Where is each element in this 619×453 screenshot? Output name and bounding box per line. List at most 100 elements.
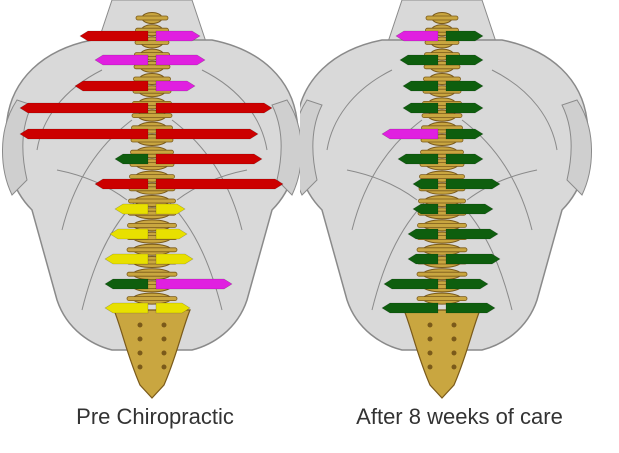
vertebra-process <box>416 271 468 277</box>
right-marker-arrow <box>155 30 201 42</box>
left-marker-arrow <box>104 253 149 265</box>
right-arm-muscle <box>561 99 592 196</box>
right-marker-arrow <box>445 102 484 114</box>
left-arm-muscle <box>2 99 33 196</box>
after-care-diagram <box>300 0 592 399</box>
left-marker-arrow <box>399 54 439 66</box>
after-care-panel <box>300 0 600 400</box>
right-marker-arrow <box>445 30 484 42</box>
vertebra-process <box>131 113 173 118</box>
right-marker-arrow <box>445 128 484 140</box>
right-marker-arrow <box>155 228 188 240</box>
vertebra-process <box>126 247 178 253</box>
vertebra-process <box>421 125 463 131</box>
vertebra-process <box>423 76 461 82</box>
left-marker-arrow <box>412 178 439 190</box>
right-marker-arrow <box>445 153 484 165</box>
right-marker-arrow <box>155 102 273 114</box>
back-muscles <box>300 39 590 351</box>
vertebra-process <box>419 174 465 180</box>
sacrum <box>113 309 191 399</box>
right-marker-arrow <box>445 253 501 265</box>
sacral-foramen <box>137 322 143 328</box>
sacrum <box>403 309 481 399</box>
sacral-foramen <box>161 322 167 328</box>
left-marker-arrow <box>19 102 149 114</box>
sacral-foramen <box>137 350 143 356</box>
pre-chiropractic-diagram <box>2 0 300 399</box>
right-marker-arrow <box>155 153 263 165</box>
left-marker-arrow <box>104 278 149 290</box>
sacral-foramen <box>161 364 167 370</box>
vertebra-process <box>129 174 175 180</box>
vertebra-process <box>425 15 459 21</box>
right-marker-arrow <box>445 228 499 240</box>
right-marker-arrow <box>155 302 191 314</box>
vertebra-process <box>420 149 464 155</box>
left-marker-arrow <box>74 80 149 92</box>
vertebra-process <box>126 271 178 277</box>
right-marker-arrow <box>155 178 284 190</box>
muscle-contour-line <box>56 169 128 201</box>
pre-chiropractic-panel <box>0 0 300 400</box>
vertebra-process <box>417 222 467 228</box>
sacral-foramen <box>137 364 143 370</box>
vertebra-process <box>418 198 466 204</box>
vertebra-process <box>424 40 460 45</box>
vertebra-process <box>133 64 171 70</box>
vertebra-process <box>133 76 171 82</box>
sacral-foramen <box>427 364 433 370</box>
vertebra-process <box>423 64 461 70</box>
right-marker-arrow <box>155 54 206 66</box>
right-marker-arrow <box>155 253 194 265</box>
right-marker-arrow <box>155 278 233 290</box>
vertebra-process <box>127 222 177 228</box>
sacral-foramen <box>427 336 433 342</box>
vertebra-process <box>126 296 178 302</box>
muscle-contour-line <box>466 169 538 201</box>
left-marker-arrow <box>19 128 149 140</box>
pre-chiropractic-caption: Pre Chiropractic <box>76 404 234 429</box>
left-marker-arrow <box>104 302 149 314</box>
muscle-contour-line <box>491 69 558 151</box>
right-marker-arrow <box>155 128 259 140</box>
left-marker-arrow <box>109 228 149 240</box>
vertebra-process <box>421 113 463 118</box>
vertebra-process <box>131 125 173 131</box>
left-marker-arrow <box>114 153 149 165</box>
right-marker-arrow <box>155 203 186 215</box>
vertebra-process <box>130 149 174 155</box>
sacral-foramen <box>451 322 457 328</box>
left-marker-arrow <box>402 80 439 92</box>
left-marker-arrow <box>94 54 149 66</box>
sacral-foramen <box>451 350 457 356</box>
left-arm-muscle <box>300 99 323 196</box>
right-marker-arrow <box>445 178 501 190</box>
left-marker-arrow <box>383 278 439 290</box>
vertebra-process <box>128 198 176 204</box>
sacral-foramen <box>161 336 167 342</box>
after-care-caption: After 8 weeks of care <box>356 404 563 429</box>
vertebra-process <box>134 40 170 45</box>
left-marker-arrow <box>381 302 439 314</box>
left-marker-arrow <box>407 253 439 265</box>
sacral-foramen <box>451 336 457 342</box>
right-marker-arrow <box>445 203 494 215</box>
left-marker-arrow <box>395 30 439 42</box>
sacral-foramen <box>427 322 433 328</box>
vertebra-process <box>416 296 468 302</box>
muscle-contour-line <box>326 69 393 151</box>
left-marker-arrow <box>412 203 439 215</box>
vertebra-process <box>416 247 468 253</box>
sacral-foramen <box>451 364 457 370</box>
left-marker-arrow <box>79 30 149 42</box>
vertebra-process <box>135 15 169 21</box>
left-marker-arrow <box>397 153 439 165</box>
left-marker-arrow <box>407 228 439 240</box>
right-marker-arrow <box>445 80 484 92</box>
sacral-foramen <box>161 350 167 356</box>
right-marker-arrow <box>445 278 489 290</box>
left-marker-arrow <box>114 203 149 215</box>
right-marker-arrow <box>155 80 196 92</box>
muscle-contour-line <box>346 169 418 201</box>
